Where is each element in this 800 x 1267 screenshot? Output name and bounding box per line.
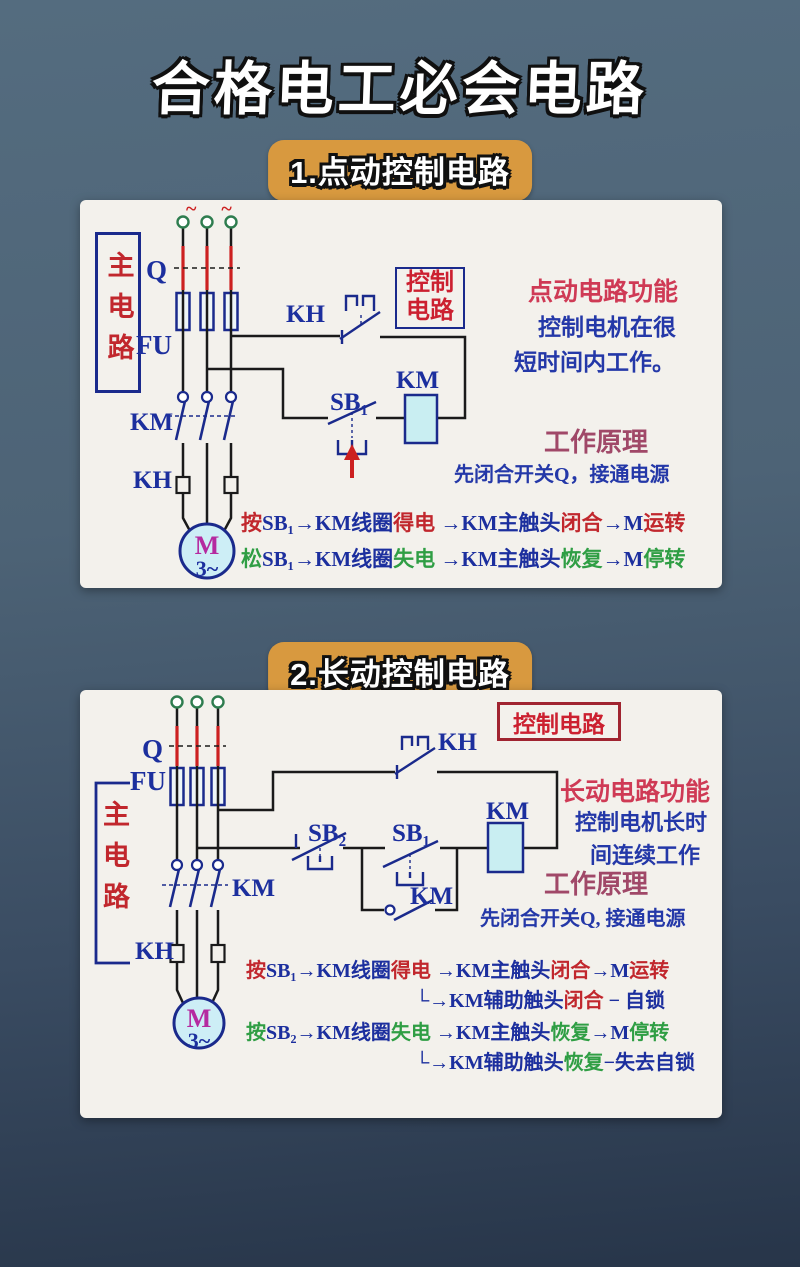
- km-contacts-label: KM: [130, 409, 174, 436]
- sb1-label: SB₁: [392, 820, 431, 847]
- function-line-1: 控制电机长时: [575, 810, 708, 835]
- km-coil-symbol: [403, 393, 439, 445]
- jog-circuit-schematic: [168, 215, 467, 580]
- flow-line-press: 按SB₁→KM线圈得电 →KM主触头闭合→M运转: [241, 511, 686, 535]
- function-title: 点动电路功能: [528, 279, 679, 306]
- flow-line-press-sb2: 按SB₂→KM线圈失电 →KM主触头恢复→M停转: [246, 1022, 670, 1044]
- sb2-pushbutton-symbol: [291, 831, 347, 871]
- main-circuit-box: 主电路: [95, 232, 141, 393]
- km-main-contacts: [162, 858, 228, 908]
- fu-label: FU: [130, 766, 166, 796]
- motor-symbol: [172, 996, 226, 1050]
- kh-overload-label: KH: [135, 938, 174, 965]
- page-title: 合格电工必会电路: [150, 57, 649, 122]
- motor-letter: M: [186, 1004, 212, 1033]
- main-circuit-bracket: [94, 781, 130, 965]
- control-circuit-box: 控制电路: [497, 702, 621, 741]
- kh-nc-contact: [339, 294, 381, 344]
- main-circuit-label: 主电路: [103, 251, 134, 374]
- km-main-contacts: [168, 390, 238, 441]
- q-label: Q: [142, 734, 164, 764]
- supply-terminals: [176, 215, 238, 229]
- kh-heater-elements: [175, 475, 239, 495]
- flow-line-release: 松SB₁→KM线圈失电 →KM主触头恢复→M停转: [241, 547, 686, 571]
- sb1-pushbutton-symbol: [382, 839, 439, 887]
- kh-control-label: KH: [438, 729, 477, 756]
- motor-phase: 3~: [195, 556, 219, 581]
- km-coil-symbol: [486, 821, 525, 874]
- km-coil-label: KM: [396, 367, 440, 394]
- ac-phase-marks: ~ ~: [186, 198, 242, 220]
- principle-line: 先闭合开关Q，接通电源: [454, 464, 670, 486]
- flow-line-aux-close: └→KM辅助触头闭合 − 自锁: [415, 990, 666, 1012]
- control-circuit-label: 控制电路: [513, 711, 605, 737]
- motor-symbol: [178, 522, 236, 580]
- section-1-badge: 1.点动控制电路: [268, 140, 532, 201]
- control-circuit-label: 控制电路: [406, 270, 454, 324]
- continuous-circuit-panel: 主电路 Q FU KM KH KH SB₂ SB₁ KM KM 控制电路 M 3…: [80, 690, 722, 1118]
- km-aux-label: KM: [410, 883, 454, 910]
- principle-title: 工作原理: [544, 428, 649, 457]
- control-circuit-box: 控制电路: [395, 267, 465, 329]
- principle-line: 先闭合开关Q, 接通电源: [480, 908, 686, 930]
- principle-title: 工作原理: [544, 870, 649, 899]
- flow-line-press-sb1: 按SB₁→KM线圈得电 →KM主触头闭合→M运转: [246, 960, 670, 982]
- kh-overload-label: KH: [133, 467, 172, 494]
- function-line-2: 间连续工作: [590, 843, 701, 868]
- continuous-circuit-schematic: [94, 695, 559, 1050]
- km-coil-label: KM: [486, 798, 530, 825]
- km-aux-contact: [384, 898, 434, 922]
- jog-circuit-panel: ~ ~ 主电路 Q FU KM KH KH SB₁ KM 控制电路 M 3~ 点…: [80, 198, 722, 588]
- kh-heater-elements: [169, 943, 226, 964]
- function-line-2: 短时间内工作。: [514, 350, 675, 375]
- function-title: 长动电路功能: [560, 779, 711, 806]
- press-arrow: [344, 444, 360, 478]
- km-contacts-label: KM: [232, 875, 276, 902]
- supply-terminals: [170, 695, 225, 709]
- function-line-1: 控制电机在很: [538, 315, 676, 340]
- power-wires: [175, 707, 559, 1004]
- flow-line-aux-open: └→KM辅助触头恢复−失去自锁: [415, 1052, 696, 1074]
- motor-phase: 3~: [187, 1028, 211, 1053]
- sb2-label: SB₂: [308, 820, 347, 847]
- q-label: Q: [146, 255, 168, 285]
- motor-letter: M: [194, 531, 220, 560]
- sb1-label: SB₁: [330, 389, 369, 416]
- kh-control-label: KH: [286, 301, 325, 328]
- main-circuit-label: 主电路: [99, 800, 129, 923]
- kh-nc-contact: [394, 735, 436, 779]
- fu-label: FU: [136, 330, 172, 360]
